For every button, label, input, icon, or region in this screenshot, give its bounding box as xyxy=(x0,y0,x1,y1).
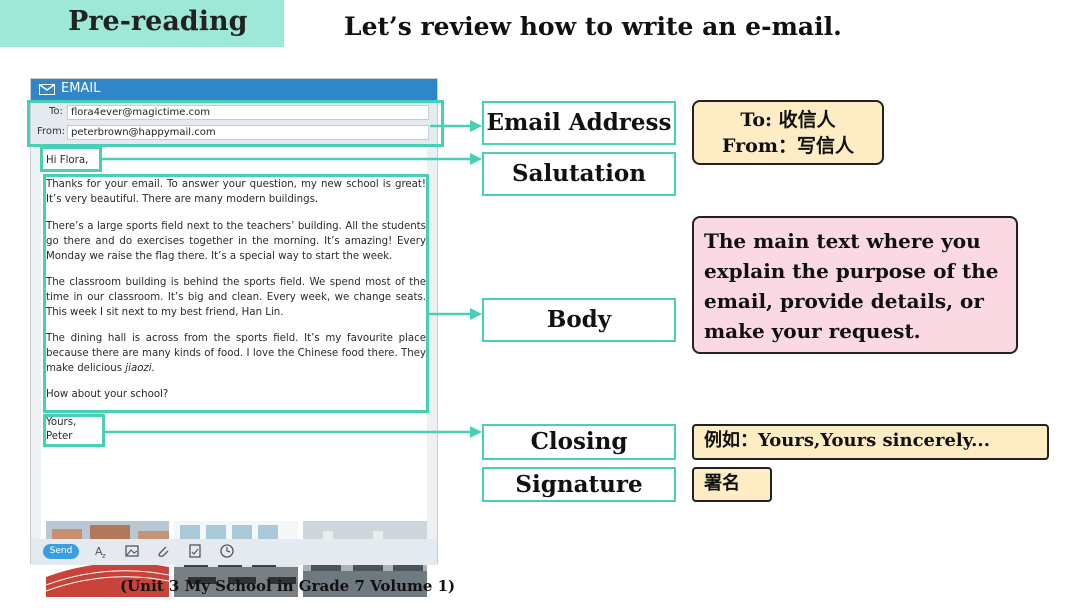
body-explanation-note: The main text where you explain the purp… xyxy=(692,216,1018,354)
closing-text: Yours, xyxy=(46,417,77,428)
closing-example-note: 例如：Yours,Yours sincerely... xyxy=(692,424,1049,460)
source-caption: (Unit 3 My School in Grade 7 Volume 1) xyxy=(120,577,456,595)
email-window-header: EMAIL xyxy=(31,79,437,101)
body-label: Body xyxy=(482,298,676,342)
to-from-note: To: 收信人 From：写信人 xyxy=(692,100,884,165)
email-address-highlight xyxy=(27,100,444,147)
clock-icon[interactable] xyxy=(219,543,235,559)
salutation-text: Hi Flora, xyxy=(46,155,89,166)
arrow-icon xyxy=(104,426,482,438)
email-header-fields: To: flora4ever@magictime.com From: peter… xyxy=(31,101,437,146)
body-paragraph: How about your school? xyxy=(46,389,169,400)
body-paragraph: The classroom building is behind the spo… xyxy=(46,277,426,318)
to-note-line: To: 收信人 xyxy=(740,109,836,131)
arrow-icon xyxy=(430,120,482,132)
body-paragraph: Thanks for your email. To answer your qu… xyxy=(46,179,426,205)
email-window-title: EMAIL xyxy=(61,81,101,96)
attachment-icon[interactable] xyxy=(155,543,171,559)
send-button[interactable]: Send xyxy=(43,544,79,559)
image-icon[interactable] xyxy=(124,543,140,559)
from-label: From: xyxy=(37,126,66,137)
signature-text: Peter xyxy=(46,431,73,442)
email-address-label: Email Address xyxy=(482,101,676,145)
body-highlight xyxy=(43,174,429,413)
from-field[interactable]: peterbrown@happymail.com xyxy=(67,125,429,140)
svg-text:A: A xyxy=(95,545,103,558)
envelope-icon xyxy=(39,84,55,95)
body-paragraph-text: The dining hall is across from the sport… xyxy=(46,333,426,374)
pre-reading-badge: Pre-reading xyxy=(0,0,284,47)
page-heading: Let’s review how to write an e-mail. xyxy=(344,12,842,41)
body-paragraph: The dining hall is across from the sport… xyxy=(46,331,426,376)
signature-label: Signature xyxy=(482,467,676,502)
badge-label: Pre-reading xyxy=(68,6,248,37)
arrow-icon xyxy=(100,153,482,165)
svg-text:z: z xyxy=(102,552,106,559)
salutation-highlight xyxy=(40,146,102,172)
closing-label: Closing xyxy=(482,424,676,460)
closing-highlight xyxy=(43,414,105,447)
body-paragraph: There’s a large sports field next to the… xyxy=(46,221,426,262)
document-icon[interactable] xyxy=(187,543,203,559)
body-italic-word: jiaozi. xyxy=(125,363,155,374)
to-field[interactable]: flora4ever@magictime.com xyxy=(67,105,429,120)
salutation-label: Salutation xyxy=(482,152,676,196)
arrow-icon xyxy=(428,308,482,320)
from-note-line: From：写信人 xyxy=(722,135,854,157)
signature-note: 署名 xyxy=(692,467,772,502)
to-label: To: xyxy=(49,106,63,117)
